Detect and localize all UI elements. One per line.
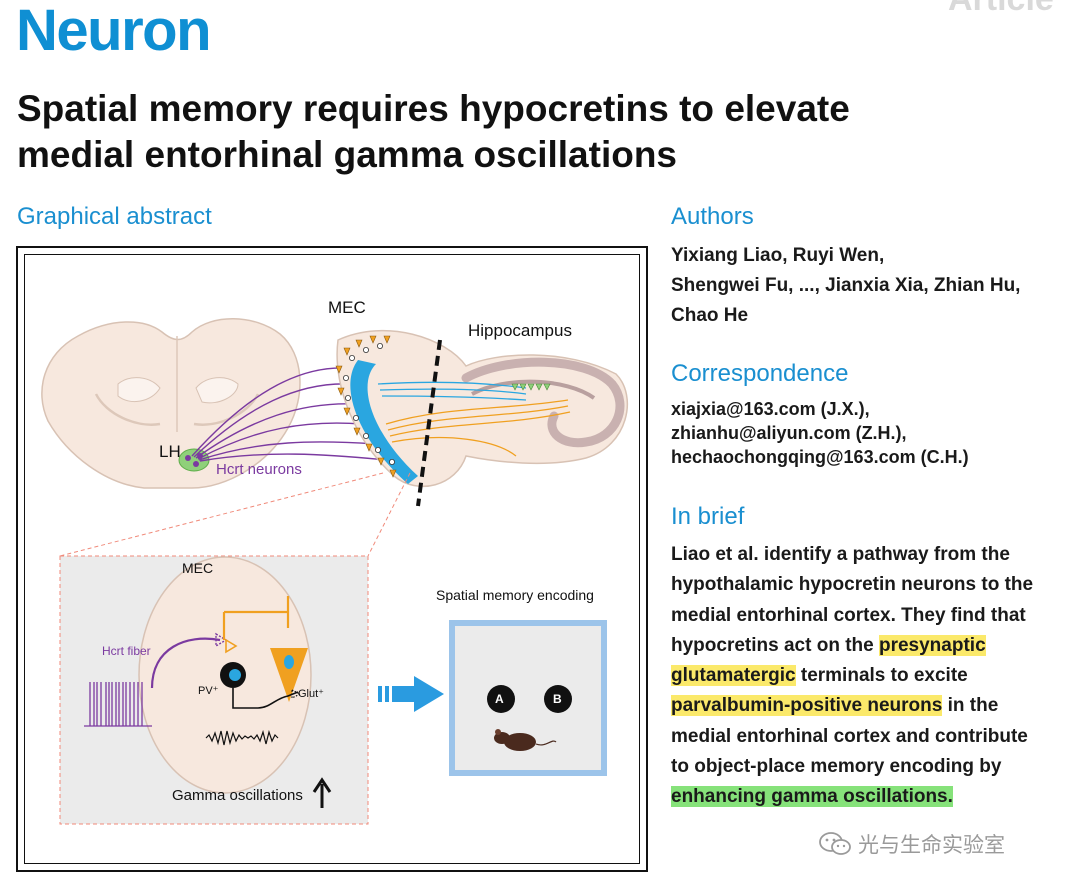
arena xyxy=(449,620,607,776)
in-brief-text: Liao et al. identify a pathway from the … xyxy=(671,540,1071,813)
highlight-glutamatergic: glutamatergic xyxy=(671,665,796,687)
gamma-trace xyxy=(205,729,279,746)
graphical-abstract-figure: MEC Hippocampus LH Hcrt neurons MEC Spat… xyxy=(26,256,638,862)
brain-ventricle-right xyxy=(195,377,239,404)
in-brief-line-5: glutamatergic terminals to excite xyxy=(671,661,1071,691)
graphical-abstract-frame-outer xyxy=(16,246,648,872)
graphical-abstract-heading: Graphical abstract xyxy=(17,203,212,230)
dashed-section-line xyxy=(416,339,442,507)
glut-label: Glut⁺ xyxy=(298,688,324,700)
authors-list: Yixiang Liao, Ruyi Wen, Shengwei Fu, ...… xyxy=(671,241,1071,331)
article-type-label: Article xyxy=(948,0,1054,16)
pv-axon xyxy=(232,688,299,709)
authors-line-1: Yixiang Liao, Ruyi Wen, xyxy=(671,245,885,266)
hcrt-fiber-label: Hcrt fiber xyxy=(102,644,151,658)
authors-heading: Authors xyxy=(671,203,754,230)
object-a-marker xyxy=(487,685,515,713)
brain-ventricle-left xyxy=(117,377,161,403)
object-b-label: B xyxy=(553,692,562,706)
highlight-gamma: enhancing gamma oscillations. xyxy=(671,786,953,808)
hcrt-terminal xyxy=(215,632,228,648)
mec-inset-label: MEC xyxy=(182,560,214,576)
mec-neuron-markers xyxy=(335,335,397,478)
in-brief-line-3: medial entorhinal cortex. They find that xyxy=(671,604,1026,626)
in-brief-line-7: medial entorhinal cortex and contribute xyxy=(671,725,1028,747)
hcrt-projections xyxy=(191,367,387,462)
in-brief-text-segment: terminals to excite xyxy=(795,665,968,687)
orange-axon xyxy=(222,596,290,640)
correspondence-heading: Correspondence xyxy=(671,360,849,387)
brain-hippocampus-left xyxy=(94,393,161,426)
lh-label: LH xyxy=(159,442,181,461)
pv-label: PV⁺ xyxy=(198,685,219,697)
in-brief-line-8: to object-place memory encoding by xyxy=(671,756,1002,778)
watermark-text: 光与生命实验室 xyxy=(858,833,1005,857)
in-brief-line-1: Liao et al. identify a pathway from the xyxy=(671,544,1010,565)
wechat-icon xyxy=(819,832,851,855)
in-brief-heading: In brief xyxy=(671,503,745,530)
title-line-1: Spatial memory requires hypocretins to e… xyxy=(17,88,850,129)
spike-train xyxy=(84,682,152,727)
authors-line-2: Shengwei Fu, ..., Jianxia Xia, Zhian Hu, xyxy=(671,275,1021,296)
object-b-marker xyxy=(544,685,572,713)
in-brief-line-4: hypocretins act on the presynaptic xyxy=(671,631,1071,661)
in-brief-text-segment: in the xyxy=(942,695,999,717)
journal-logo: Neuron xyxy=(16,0,212,63)
hcrt-neurons-label: Hcrt neurons xyxy=(216,461,302,478)
glut-neuron xyxy=(270,648,308,702)
article-title: Spatial memory requires hypocretins to e… xyxy=(17,86,1057,178)
up-arrow-icon xyxy=(312,777,332,808)
hippocampus-label: Hippocampus xyxy=(468,321,572,340)
blue-arrow-icon xyxy=(378,676,444,712)
authors-line-3: Chao He xyxy=(671,305,749,326)
in-brief-line-2: hypothalamic hypocretin neurons to the xyxy=(671,574,1034,596)
zoom-guide-lines xyxy=(59,472,411,557)
hippocampal-neuron-markers xyxy=(511,383,551,391)
correspondence-email-1: xiajxia@163.com (J.X.), xyxy=(671,399,870,419)
watermark: 光与生命实验室 xyxy=(818,829,1005,859)
in-brief-line-9: enhancing gamma oscillations. xyxy=(671,782,1071,812)
in-brief-line-6: parvalbumin-positive neurons in the xyxy=(671,691,1071,721)
mec-blue-layer xyxy=(350,360,418,484)
correspondence-email-3: hechaochongqing@163.com (C.H.) xyxy=(671,447,969,467)
correspondence-list: xiajxia@163.com (J.X.), zhianhu@aliyun.c… xyxy=(671,397,1071,469)
hippocampus-shape xyxy=(461,357,625,448)
spatial-memory-label: Spatial memory encoding xyxy=(436,587,594,603)
highlight-presynaptic: presynaptic xyxy=(878,634,986,656)
mouse-icon xyxy=(494,729,557,751)
in-brief-text-segment: hypocretins act on the xyxy=(671,634,879,656)
mec-label: MEC xyxy=(328,298,366,317)
highlight-parvalbumin: parvalbumin-positive neurons xyxy=(671,695,943,717)
brain-coronal-section xyxy=(41,318,301,489)
graphical-abstract-frame-inner xyxy=(24,254,640,864)
hcrt-fiber-inset xyxy=(150,637,221,689)
perforant-path-fibers xyxy=(377,381,571,457)
title-line-2: medial entorhinal gamma oscillations xyxy=(17,134,678,175)
presynaptic-terminal xyxy=(225,638,238,654)
correspondence-email-2: zhianhu@aliyun.com (Z.H.), xyxy=(671,423,907,443)
gamma-oscillations-label: Gamma oscillations xyxy=(172,787,303,804)
object-a-label: A xyxy=(495,692,504,706)
